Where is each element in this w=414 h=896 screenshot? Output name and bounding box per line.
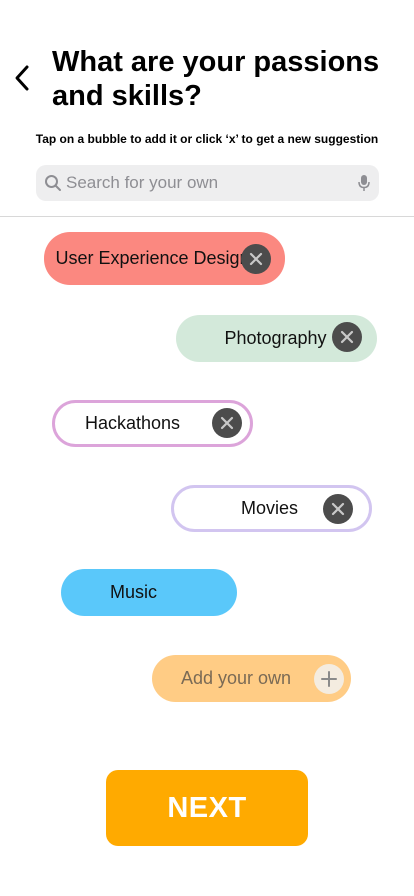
- page-title: What are your passions and skills?: [52, 46, 380, 112]
- bubble-label: Add your own: [181, 668, 292, 688]
- close-icon: [340, 330, 354, 344]
- search-input[interactable]: [62, 173, 357, 193]
- bubble-label: Photography: [224, 328, 327, 348]
- bubble-label: User Experience Design: [55, 248, 250, 268]
- search-icon: [44, 174, 62, 192]
- close-icon: [331, 502, 345, 516]
- back-button[interactable]: [8, 60, 36, 96]
- bubble-hackathons[interactable]: Hackathons: [52, 400, 253, 447]
- close-icon: [249, 252, 263, 266]
- plus-icon: [321, 671, 337, 687]
- bubble-label: Movies: [240, 498, 298, 518]
- close-icon: [220, 416, 234, 430]
- remove-bubble-button[interactable]: [212, 408, 242, 438]
- bubble-movies[interactable]: Movies: [171, 485, 372, 532]
- chevron-left-icon: [15, 65, 29, 91]
- remove-bubble-button[interactable]: [241, 244, 271, 274]
- microphone-icon[interactable]: [357, 173, 371, 193]
- bubble-label: Music: [110, 582, 158, 602]
- search-bar[interactable]: [36, 165, 379, 201]
- bubble-user-experience-design[interactable]: User Experience Design: [44, 232, 285, 285]
- divider: [0, 216, 414, 217]
- instruction-text: Tap on a bubble to add it or click ‘x’ t…: [35, 132, 379, 146]
- remove-bubble-button[interactable]: [332, 322, 362, 352]
- bubble-add-your-own[interactable]: Add your own: [152, 655, 351, 702]
- bubble-photography[interactable]: Photography: [176, 315, 377, 362]
- bubble-music[interactable]: Music: [61, 569, 237, 616]
- add-bubble-button[interactable]: [314, 664, 344, 694]
- bubble-label: Hackathons: [84, 413, 181, 433]
- remove-bubble-button[interactable]: [323, 494, 353, 524]
- next-button[interactable]: NEXT: [106, 770, 308, 846]
